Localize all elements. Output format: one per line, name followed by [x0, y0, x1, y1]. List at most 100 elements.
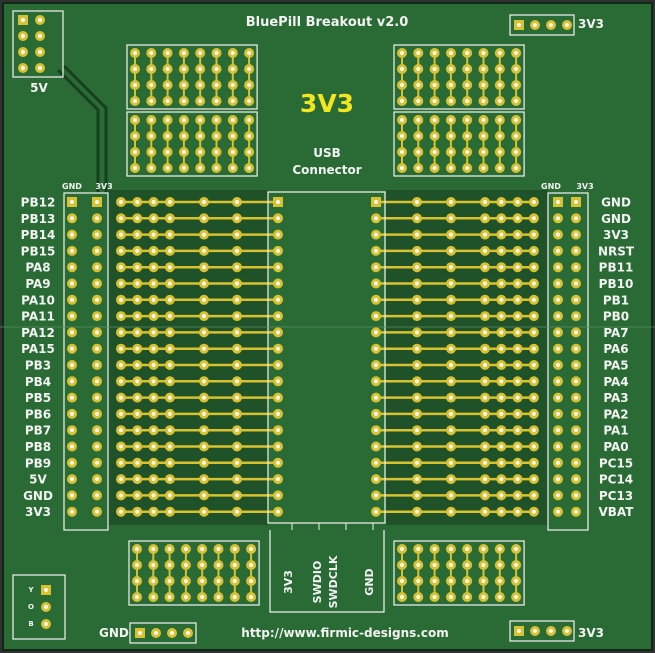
right-pin-label: NRST — [598, 244, 635, 258]
proto-grid-top-right-a-pad — [462, 64, 473, 74]
right-breakout-pad — [512, 376, 523, 387]
left-breakout-pad — [148, 278, 159, 289]
left-header-signal-pin — [92, 392, 102, 403]
right-breakout-pad — [496, 343, 507, 354]
proto-grid-bottom-left-pad — [197, 576, 208, 586]
left-breakout-pad — [148, 245, 159, 256]
right-breakout-pad — [480, 392, 490, 403]
proto-grid-top-left-a-pad — [178, 80, 189, 90]
left-jumper-pad — [199, 213, 209, 224]
right-pin-label: PC14 — [599, 473, 633, 487]
proto-grid-top-right-a-pad — [478, 80, 489, 90]
proto-grid-top-left-a-pad — [146, 48, 157, 58]
proto-grid-top-right-b-pad — [445, 147, 456, 157]
left-jumper-pad — [199, 490, 209, 501]
left-header-gnd-pin — [67, 457, 77, 468]
proto-grid-bottom-right-pad — [397, 560, 407, 570]
bluepill-left-pin — [273, 457, 283, 468]
left-breakout-pad — [164, 213, 175, 224]
left-breakout-pad — [116, 490, 126, 501]
left-header-signal-pin — [92, 457, 102, 468]
swd-label-3v3: 3V3 — [282, 570, 295, 594]
right-header-signal-pin — [571, 327, 581, 338]
proto-grid-top-left-a-pad — [211, 48, 222, 58]
website-url: http://www.firmic-designs.com — [241, 626, 448, 640]
right-jumper-pad — [446, 213, 456, 224]
center-voltage-label: 3V3 — [300, 89, 354, 118]
boot-label-b: B — [28, 620, 33, 628]
proto-grid-bottom-right-pad — [429, 544, 440, 554]
bluepill-left-pin — [273, 425, 283, 436]
right-header-signal-pin — [571, 506, 581, 517]
proto-grid-bottom-left-pad — [148, 544, 159, 554]
bluepill-left-pin — [273, 408, 283, 419]
right-breakout-pad — [528, 311, 539, 322]
left-pin-label: PB13 — [21, 212, 56, 226]
proto-grid-bottom-right-pad — [511, 576, 522, 586]
left-header-signal-pin — [92, 229, 102, 240]
proto-grid-top-right-b-pad — [478, 131, 489, 141]
proto-grid-top-left-b-pad — [178, 147, 189, 157]
proto-grid-bottom-right-pad — [397, 576, 407, 586]
right-breakout-pad — [528, 408, 539, 419]
right-jumper-pad — [412, 441, 422, 452]
proto-grid-top-right-a-pad — [397, 80, 407, 90]
right-jumper-pad — [446, 278, 456, 289]
left-breakout-pad — [132, 360, 143, 370]
header-5v-pin — [18, 47, 28, 57]
left-header-gnd-pin — [67, 327, 77, 338]
right-breakout-pad — [528, 457, 539, 468]
right-breakout-pad — [480, 229, 490, 240]
proto-grid-bottom-left-pad — [164, 544, 175, 554]
bluepill-right-pin — [371, 262, 381, 273]
proto-grid-top-left-b-pad — [244, 147, 255, 157]
proto-grid-bottom-left-pad — [246, 576, 257, 586]
usb-label-line1: USB — [313, 146, 341, 160]
header-gnd-bottom-pin — [151, 628, 161, 638]
right-breakout-pad — [512, 245, 523, 256]
left-pin-label: PB5 — [25, 391, 51, 405]
swd-label-swdio: SWDIO — [311, 561, 324, 604]
left-header-signal-pin — [92, 441, 102, 452]
left-jumper-pad — [199, 311, 209, 322]
left-breakout-pad — [132, 213, 143, 224]
proto-grid-top-left-b-pad — [227, 131, 238, 141]
right-jumper-pad — [446, 408, 456, 419]
proto-grid-top-left-a-pad — [195, 64, 206, 74]
left-breakout-pad — [164, 408, 175, 419]
proto-grid-top-right-b-pad — [429, 163, 440, 173]
bluepill-right-pin — [371, 376, 381, 387]
left-breakout-pad — [148, 311, 159, 322]
bluepill-right-pin — [371, 213, 381, 224]
right-breakout-pad — [496, 490, 507, 501]
left-header-3v3-label: 3V3 — [95, 182, 112, 191]
bluepill-left-pin — [273, 197, 283, 207]
left-breakout-pad — [164, 506, 175, 517]
right-pin-label: PA3 — [603, 391, 628, 405]
left-jumper-pad — [232, 441, 242, 452]
bluepill-left-pin — [273, 392, 283, 403]
right-pin-label: PB0 — [603, 310, 629, 324]
left-header-gnd-pin — [67, 425, 77, 436]
proto-grid-top-left-b-pad — [227, 163, 238, 173]
proto-grid-bottom-left-pad — [164, 576, 175, 586]
copper-pour-right — [386, 190, 548, 525]
right-breakout-pad — [512, 392, 523, 403]
left-breakout-pad — [164, 197, 175, 207]
proto-grid-top-left-a-pad — [130, 48, 140, 58]
header-gnd-bottom-pin — [167, 628, 177, 638]
proto-grid-top-left-b-pad — [211, 147, 222, 157]
right-header-gnd-pin — [553, 506, 563, 517]
proto-grid-bottom-left-pad — [180, 592, 191, 602]
header-3v3-top-pin — [546, 20, 556, 30]
right-jumper-pad — [446, 197, 456, 207]
proto-grid-top-left-a-pad — [211, 80, 222, 90]
left-breakout-pad — [132, 245, 143, 256]
header-5v-pin — [35, 63, 45, 73]
bluepill-right-pin — [371, 327, 381, 338]
left-jumper-pad — [232, 457, 242, 468]
proto-grid-top-right-b-pad — [462, 131, 473, 141]
left-breakout-pad — [116, 327, 126, 338]
bluepill-right-pin — [371, 229, 381, 240]
